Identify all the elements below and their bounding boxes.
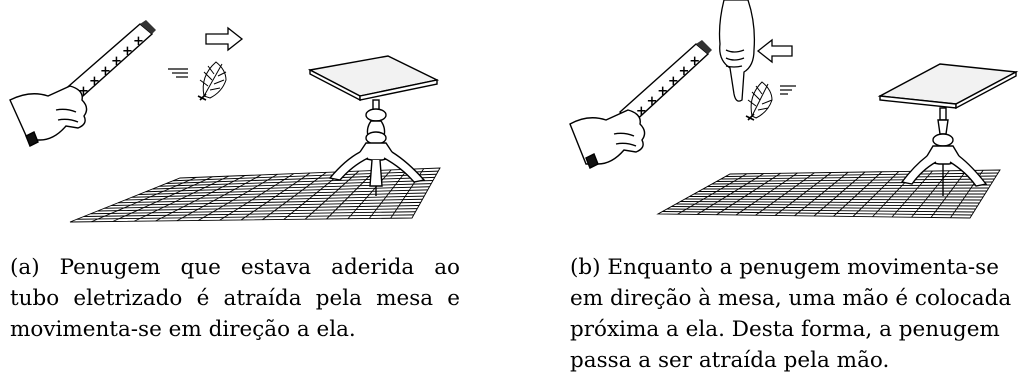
caption-a-line-3: movimenta-se em direção a ela. xyxy=(10,317,356,342)
feather-icon xyxy=(745,81,773,121)
illustration-b: ++++++ xyxy=(569,0,1019,219)
plus-charge: + xyxy=(122,44,133,59)
caption-b: (b) Enquanto a penugem movimenta-se em d… xyxy=(570,252,1021,373)
right-arrow-icon xyxy=(205,26,244,52)
hand-icon xyxy=(9,85,88,147)
table xyxy=(877,63,1019,196)
hand-icon xyxy=(569,109,646,169)
plus-charge: + xyxy=(689,54,700,69)
plus-charge: + xyxy=(647,94,658,109)
figure-panel-b: ++++++ ( xyxy=(540,0,1021,373)
illustration-a: ++++++ xyxy=(9,20,441,223)
plus-charge: + xyxy=(636,104,647,119)
plus-charge: + xyxy=(668,74,679,89)
grid-floor xyxy=(69,167,441,223)
figure-panel-a: ++++++ (a) Penugem que estava aderida ao… xyxy=(0,0,500,373)
charged-tube: ++++++ xyxy=(618,40,712,125)
charged-tube: ++++++ xyxy=(60,20,156,105)
plus-charge: + xyxy=(657,84,668,99)
motion-lines xyxy=(780,85,796,95)
caption-a-line-2: tubo eletrizado é atraída pela mesa e xyxy=(10,286,460,311)
caption-b-line-3: próxima a ela. Desta forma, a penugem xyxy=(570,317,1000,342)
caption-b-line-1: (b) Enquanto a penugem movimenta-se xyxy=(570,255,999,280)
plus-charge: + xyxy=(89,74,100,89)
left-arrow-icon xyxy=(756,38,793,64)
caption-b-line-4: passa a ser atraída pela mão. xyxy=(570,348,890,373)
plus-charge: + xyxy=(133,34,144,49)
plus-charge: + xyxy=(679,64,690,79)
plus-charge: + xyxy=(78,84,89,99)
plus-charge: + xyxy=(111,54,122,69)
motion-lines xyxy=(168,68,188,78)
caption-b-line-2: em direção à mesa, uma mão é colocada xyxy=(570,286,1012,311)
grid-floor xyxy=(656,169,1001,219)
table xyxy=(307,55,440,196)
feather-icon xyxy=(197,61,227,101)
pointing-hand-icon xyxy=(718,0,756,102)
caption-a: (a) Penugem que estava aderida ao tubo e… xyxy=(10,252,460,345)
plus-charge: + xyxy=(100,64,111,79)
caption-a-line-1: (a) Penugem que estava aderida ao xyxy=(10,255,460,280)
